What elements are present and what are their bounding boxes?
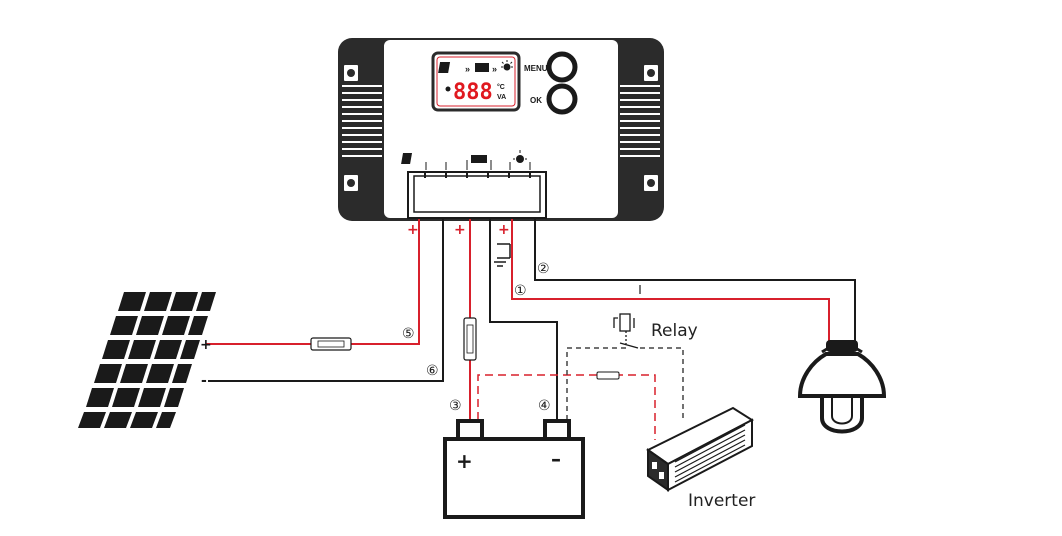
solar-panel-plus: + (200, 337, 212, 353)
battery-fuse (463, 317, 477, 361)
battery-icon (443, 419, 585, 519)
solar-negative-wire (208, 219, 444, 382)
lcd-unit-temp: °C (497, 83, 505, 91)
solar-panel-minus: - (201, 373, 207, 389)
battery-terminal-plus: + (454, 222, 466, 238)
inverter-label: Inverter (688, 491, 755, 511)
svg-text:»: » (465, 64, 470, 74)
terminal-solar-icon (401, 153, 447, 170)
wire-label-solar-negative: ⑥ (426, 363, 439, 379)
lcd-solar-icon (438, 62, 451, 73)
right-heatsink-fins (620, 85, 660, 157)
inverter-fuse (596, 371, 620, 380)
load-negative-wire (534, 219, 856, 343)
lcd-lamp-icon (501, 60, 513, 71)
lcd-digits: 888 (453, 80, 493, 105)
lcd-battery-icon (475, 63, 489, 72)
solar-terminal-plus: + (407, 222, 419, 238)
battery-negative-wire (489, 219, 558, 420)
lcd-display: » » 888 °C VA (431, 51, 521, 112)
wire-label-load-positive: ① (514, 283, 527, 299)
wire-label-battery-negative: ④ (538, 398, 551, 414)
left-heatsink-fins (342, 85, 382, 157)
load-positive-wire (511, 219, 830, 343)
solar-positive-wire-2 (351, 219, 420, 345)
ok-button-label: OK (530, 96, 542, 105)
lcd-unit-va: VA (497, 94, 506, 101)
terminal-lamp-icon (509, 150, 531, 170)
solar-fuse (310, 337, 352, 351)
mounting-holes (342, 63, 660, 193)
svg-text:»: » (492, 64, 497, 74)
street-lamp-icon (797, 340, 887, 434)
wire-label-solar-positive: ⑤ (402, 326, 415, 342)
load-terminal-plus: + (498, 222, 510, 238)
charge-controller: » » 888 °C VA MENU (338, 38, 664, 221)
battery-plus-sign: + (456, 449, 473, 473)
relay-dashed-wire (566, 347, 628, 420)
solar-panel-icon (78, 292, 216, 428)
terminal-battery-icon (466, 155, 492, 170)
inverter-icon (646, 406, 755, 492)
relay-icon (613, 313, 639, 349)
wire-label-battery-positive: ③ (449, 398, 462, 414)
wire-label-load-negative: ② (537, 261, 550, 277)
relay-dashed-wire-2 (640, 347, 684, 420)
menu-button-label: MENU (524, 64, 548, 73)
battery-minus-sign: – (551, 447, 561, 471)
ground-icon (494, 243, 511, 267)
relay-label: Relay (651, 321, 698, 341)
terminal-block (407, 171, 547, 219)
ok-button[interactable] (546, 83, 578, 115)
menu-button[interactable] (546, 51, 578, 83)
